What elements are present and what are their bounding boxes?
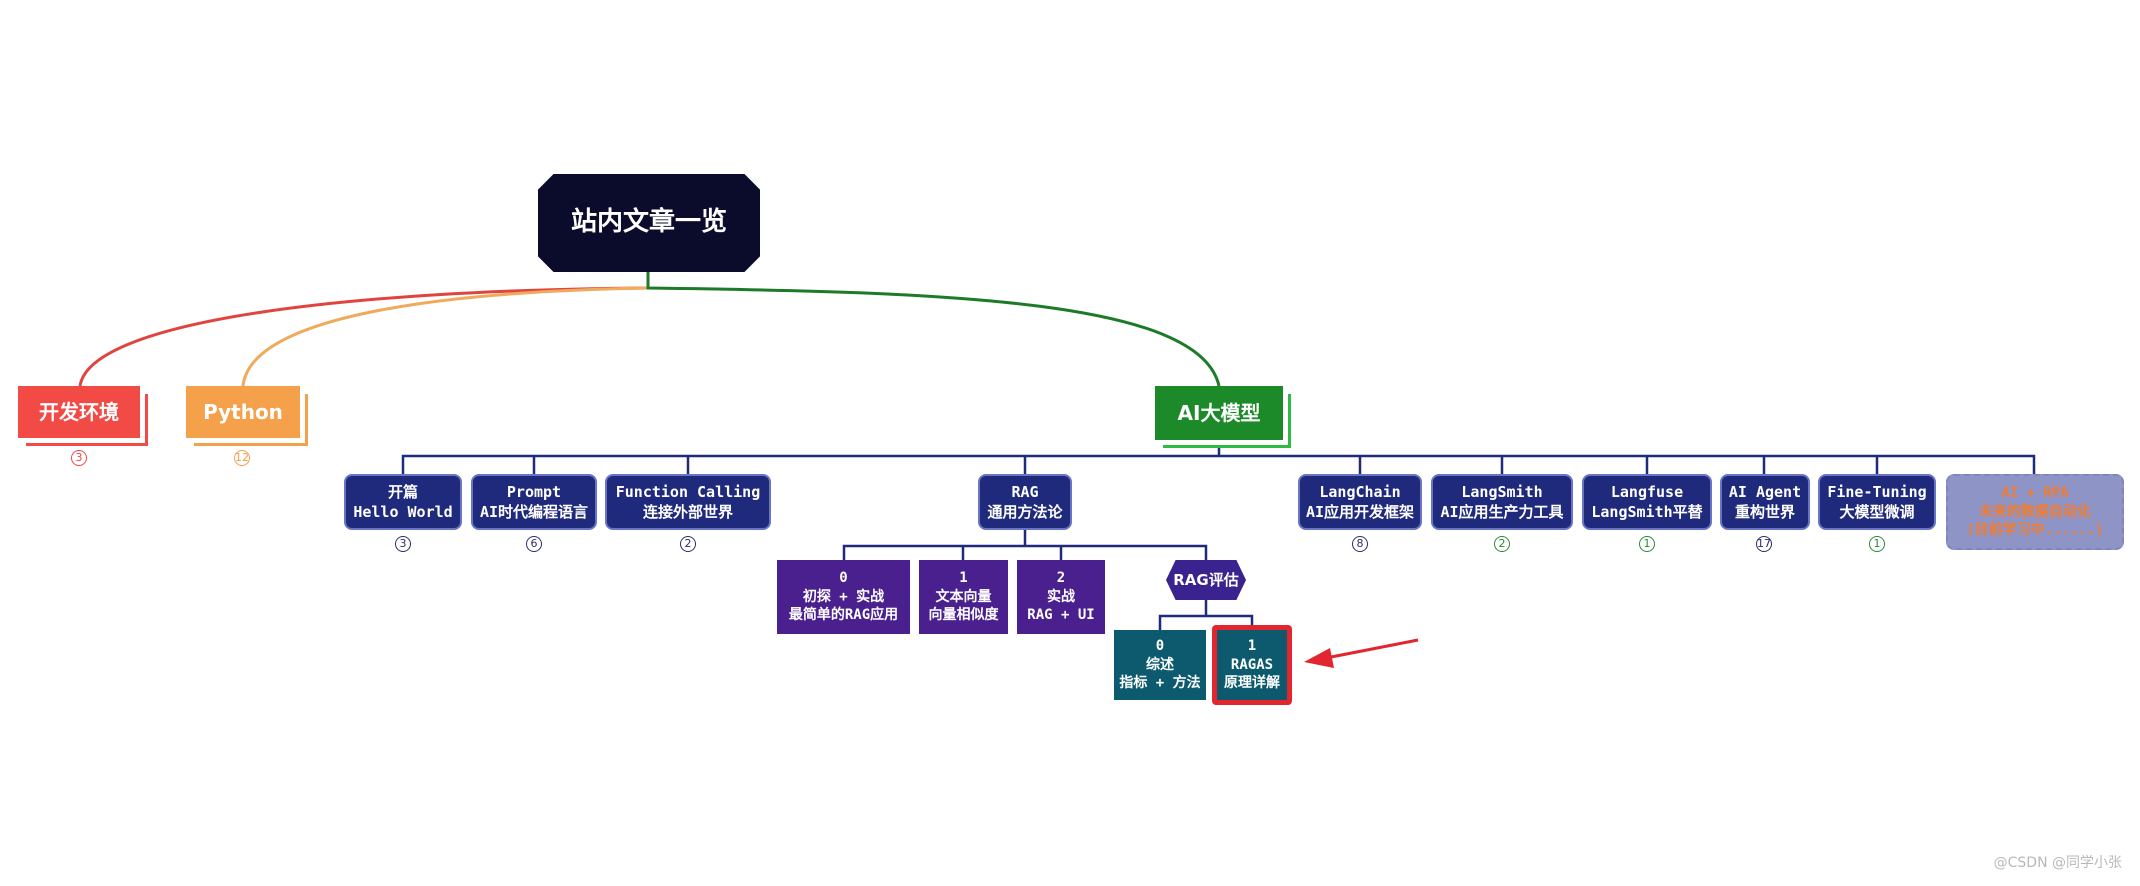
link-ai-drops — [532, 456, 1879, 474]
topic-subtitle: LangSmith平替 — [1591, 503, 1703, 521]
article-title: 初探 + 实战 — [802, 588, 885, 605]
article-subtitle: 向量相似度 — [928, 607, 999, 624]
count-badge: 12 — [234, 450, 250, 466]
count-badge: 8 — [1352, 536, 1368, 552]
article-subtitle: 原理详解 — [1224, 675, 1280, 692]
topic-subtitle: 通用方法论 — [987, 503, 1063, 521]
root-title: 站内文章一览 — [570, 207, 727, 238]
rag-eval-article-0[interactable]: 0 综述 指标 + 方法 — [1114, 630, 1206, 700]
rag-article-2[interactable]: 2 实战 RAG + UI — [1017, 560, 1105, 634]
article-subtitle: 最简单的RAG应用 — [788, 607, 899, 624]
topic-subtitle: 大模型微调 — [1839, 503, 1915, 521]
article-subtitle: RAG + UI — [1027, 607, 1095, 624]
topic-langfuse[interactable]: Langfuse LangSmith平替 — [1582, 474, 1712, 530]
watermark: @CSDN @同学小张 — [1993, 855, 2122, 871]
count-badge: 2 — [680, 536, 696, 552]
article-title: 文本向量 — [935, 588, 992, 605]
category-label: Python — [203, 399, 283, 424]
topic-subtitle: AI应用生产力工具 — [1440, 503, 1564, 521]
topic-title: RAG — [1011, 482, 1039, 501]
topic-fine-tuning[interactable]: Fine-Tuning 大模型微调 — [1818, 474, 1936, 530]
topic-ai-agent[interactable]: AI Agent 重构世界 — [1720, 474, 1810, 530]
topic-subtitle: AI应用开发框架 — [1305, 503, 1415, 521]
topic-langchain[interactable]: LangChain AI应用开发框架 — [1298, 474, 1422, 530]
rag-article-0[interactable]: 0 初探 + 实战 最简单的RAG应用 — [777, 560, 910, 634]
article-title: RAGAS — [1230, 656, 1274, 673]
topic-langsmith[interactable]: LangSmith AI应用生产力工具 — [1431, 474, 1573, 530]
topic-hello-world[interactable]: 开篇 Hello World — [344, 474, 462, 530]
topic-title: LangSmith — [1461, 482, 1543, 501]
article-number: 0 — [1155, 637, 1165, 654]
article-number: 1 — [959, 569, 968, 586]
topic-note: (目前学习中......) — [1966, 522, 2104, 539]
topic-title: Prompt — [506, 482, 562, 501]
count-badge: 1 — [1869, 536, 1885, 552]
topic-title: AI + RPA — [2001, 484, 2069, 501]
count-badge: 17 — [1756, 536, 1772, 552]
topic-title: LangChain — [1319, 482, 1401, 501]
topic-subtitle: 重构世界 — [1734, 503, 1795, 521]
topic-prompt[interactable]: Prompt AI时代编程语言 — [471, 474, 597, 530]
article-number: 0 — [839, 569, 848, 586]
link-root-python — [241, 286, 649, 387]
rag-evaluation-node[interactable]: RAG评估 — [1166, 560, 1246, 600]
topic-title: AI Agent — [1728, 482, 1802, 501]
article-subtitle: 指标 + 方法 — [1119, 675, 1201, 692]
highlight-frame — [1212, 625, 1292, 705]
rag-article-1[interactable]: 1 文本向量 向量相似度 — [919, 560, 1008, 634]
count-badge: 3 — [71, 450, 87, 466]
link-rag-drops — [961, 546, 1063, 560]
link-root-dev-env — [78, 286, 649, 387]
topic-title: 开篇 — [387, 482, 418, 501]
count-badge: 2 — [1494, 536, 1510, 552]
topic-subtitle: AI时代编程语言 — [479, 503, 589, 521]
topic-title: Fine-Tuning — [1827, 482, 1927, 501]
count-badge: 6 — [526, 536, 542, 552]
topic-ai-rpa-future[interactable]: AI + RPA 未来的数据自动化 (目前学习中......) — [1946, 474, 2124, 550]
topic-subtitle: 未来的数据自动化 — [1979, 503, 2091, 520]
topic-title: Function Calling — [615, 482, 761, 501]
link-rag-bus — [842, 530, 1208, 560]
link-root-ai — [646, 272, 1221, 387]
rag-evaluation-label: RAG评估 — [1173, 570, 1239, 589]
topic-rag[interactable]: RAG 通用方法论 — [978, 474, 1072, 530]
topic-subtitle: Hello World — [353, 503, 453, 521]
category-label: AI大模型 — [1177, 400, 1261, 425]
article-title: 实战 — [1047, 588, 1075, 605]
link-ai-bus — [401, 440, 2036, 474]
category-ai-models[interactable]: AI大模型 — [1155, 386, 1283, 440]
article-number: 1 — [1247, 637, 1257, 654]
category-label: 开发环境 — [39, 399, 119, 424]
count-badge: 1 — [1639, 536, 1655, 552]
root-node[interactable]: 站内文章一览 — [538, 174, 760, 272]
topic-subtitle: 连接外部世界 — [642, 503, 733, 521]
pointer-arrow — [1304, 638, 1419, 668]
rag-eval-article-1[interactable]: 1 RAGAS 原理详解 — [1216, 630, 1288, 700]
article-number: 2 — [1056, 569, 1066, 586]
category-python[interactable]: Python — [186, 386, 300, 438]
count-badge: 3 — [395, 536, 411, 552]
topic-title: Langfuse — [1610, 482, 1684, 501]
topic-function-calling[interactable]: Function Calling 连接外部世界 — [605, 474, 771, 530]
category-dev-env[interactable]: 开发环境 — [18, 386, 140, 438]
article-title: 综述 — [1146, 656, 1174, 673]
